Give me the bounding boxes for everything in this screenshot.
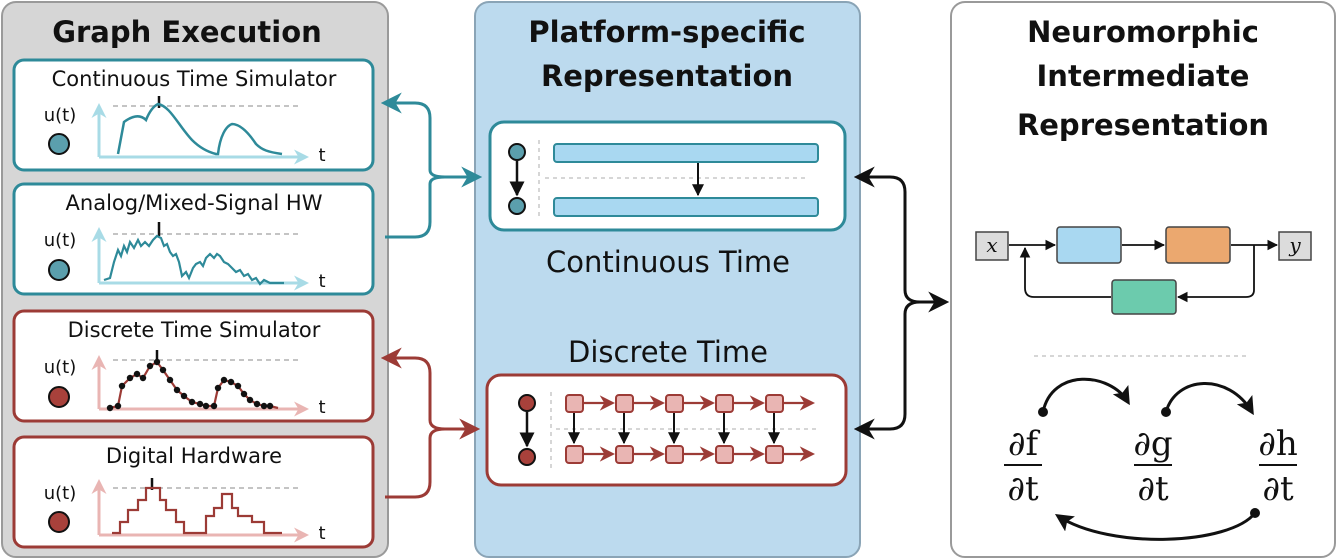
input-label: x [986, 233, 997, 257]
card-analog-hw: Analog/Mixed-Signal HW u(t) t [12, 182, 375, 296]
black-connectors [853, 166, 950, 440]
teal-connectors [380, 92, 483, 239]
discrete-time-box [485, 373, 848, 487]
red-connectors [380, 347, 481, 499]
step-trace [112, 486, 282, 535]
block-blue [1056, 226, 1122, 264]
xlabel: t [318, 523, 325, 544]
nir-title-line3: Representation [1017, 108, 1269, 142]
card-continuous-simulator: Continuous Time Simulator u(t) t [12, 58, 375, 172]
ylabel: u(t) [44, 483, 77, 504]
derivative-f-den: ∂t [1007, 469, 1039, 509]
neuron-node [48, 511, 70, 533]
nir-title-line2: Intermediate [1037, 59, 1250, 93]
card-title: Discrete Time Simulator [68, 318, 321, 342]
discrete-time-label: Discrete Time [568, 335, 768, 369]
ylabel: u(t) [44, 230, 77, 251]
card-title: Digital Hardware [106, 444, 282, 468]
derivative-g: ∂g ∂t [1133, 424, 1172, 509]
noisy-trace [103, 234, 284, 286]
neuron-node [48, 133, 70, 155]
sample-points [106, 358, 274, 412]
block-orange [1165, 226, 1231, 264]
derivative-f-num: ∂f [1008, 424, 1041, 464]
graph-execution-title: Graph Execution [52, 15, 322, 49]
neuron-node [48, 386, 70, 408]
output-label: y [1288, 233, 1301, 257]
derivative-h: ∂h ∂t [1258, 424, 1297, 509]
output-node [1278, 231, 1312, 261]
xlabel: t [318, 145, 325, 166]
neuron-node [48, 259, 70, 281]
input-node [975, 231, 1009, 261]
derivative-h-num: ∂h [1258, 424, 1297, 464]
xlabel: t [318, 271, 325, 292]
block-green [1111, 279, 1177, 315]
card-title: Analog/Mixed-Signal HW [66, 191, 323, 215]
discrete-steps [565, 394, 816, 464]
nir-title-line1: Neuromorphic [1027, 15, 1259, 49]
xlabel: t [318, 397, 325, 418]
ylabel: u(t) [44, 105, 77, 126]
platform-title-line1: Platform-specific [528, 15, 805, 49]
derivative-h-den: ∂t [1262, 469, 1294, 509]
platform-title-line2: Representation [541, 59, 793, 93]
derivative-arrows [1041, 377, 1257, 541]
card-title: Continuous Time Simulator [52, 67, 337, 91]
derivative-f: ∂f ∂t [1004, 424, 1042, 509]
membrane-trace [116, 102, 283, 156]
continuous-time-box [488, 120, 847, 232]
nir-graph: x y [975, 226, 1312, 315]
card-digital-hw: Digital Hardware u(t) t [12, 435, 375, 549]
card-discrete-simulator: Discrete Time Simulator u(t) t [12, 309, 375, 423]
continuous-time-label: Continuous Time [546, 245, 790, 279]
ylabel: u(t) [44, 357, 77, 378]
derivative-g-num: ∂g [1133, 424, 1172, 464]
derivative-g-den: ∂t [1137, 469, 1169, 509]
